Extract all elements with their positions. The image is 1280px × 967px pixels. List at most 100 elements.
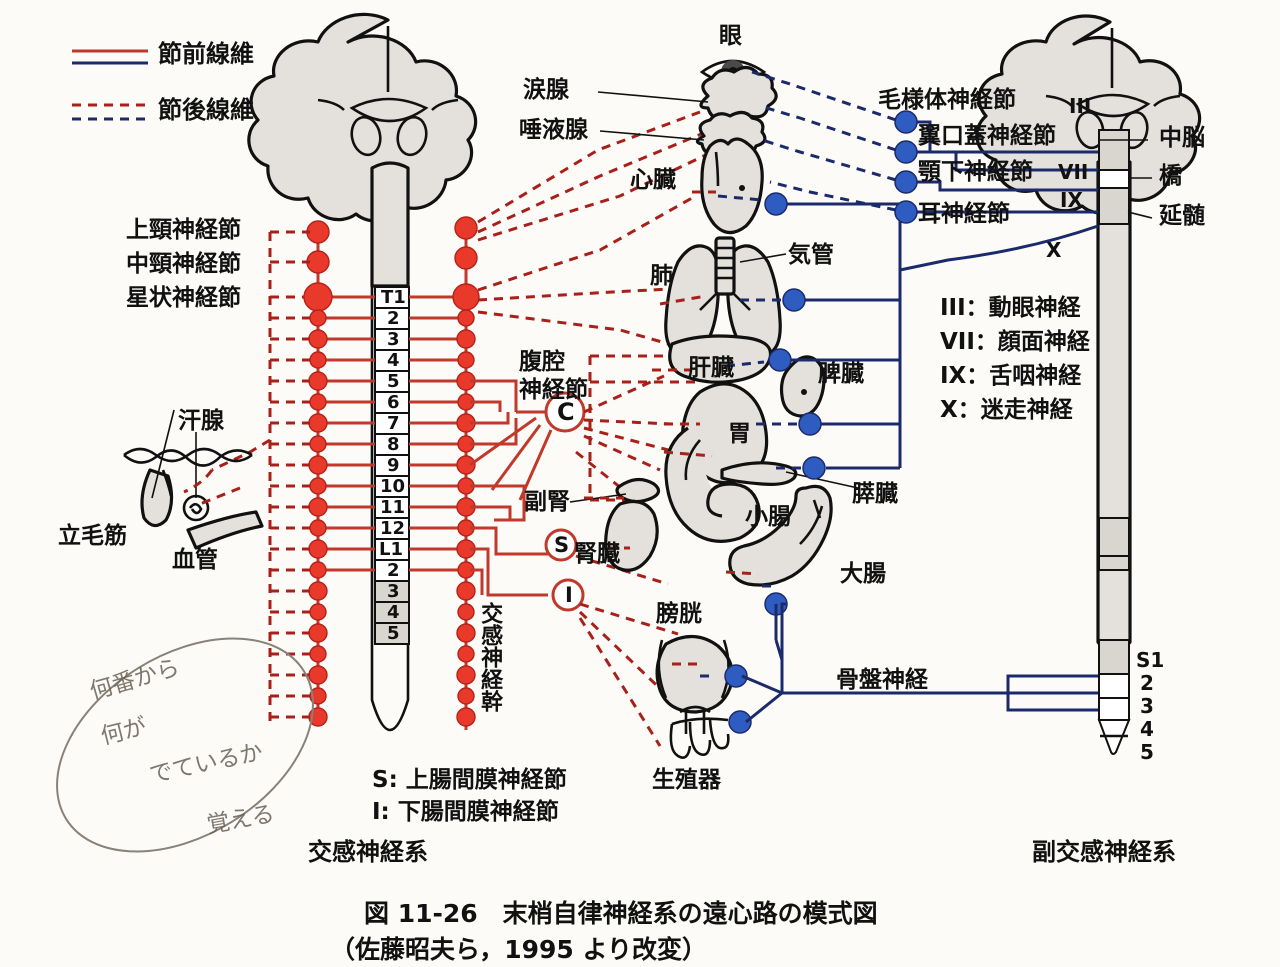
organ-label-eye: 眼: [719, 23, 742, 49]
organ-label-pancreas: 膵臓: [852, 481, 898, 507]
sacral-segment-S1: S1: [1136, 648, 1165, 672]
organ-label-small-intestine: 小腸: [745, 504, 791, 530]
prevertebral-key-S: S: 上腸間膜神経節: [372, 767, 567, 793]
sympathetic-brain: [247, 12, 478, 288]
segment-11: 11: [380, 497, 406, 518]
sacral-segment-3: 3: [1140, 694, 1154, 718]
skin-structures-icon: [123, 409, 264, 550]
celiac-ganglion-label-line1: 腹腔: [519, 349, 565, 375]
segment-9: 9: [387, 455, 400, 476]
organ-label-salivary: 唾液腺: [519, 117, 588, 143]
organ-label-lacrimal: 涙腺: [523, 77, 569, 103]
left-sympathetic-chain: [211, 220, 333, 727]
segment-L3: 3: [387, 581, 400, 602]
segment-L2: 2: [387, 560, 400, 581]
ganglion-label-submandibular: 顎下神経節: [918, 159, 1033, 185]
legend-label-postganglionic: 節後線維: [158, 96, 254, 124]
cranial-key-VII: VII：顔面神経: [940, 329, 1090, 355]
pelvic-nerve-group: [741, 602, 1098, 724]
segment-2: 2: [387, 308, 400, 329]
organ-label-kidney: 腎臓: [574, 541, 620, 567]
legend-label-preganglionic: 節前線維: [158, 40, 254, 68]
sympathetic-trunk-label: 交感神経幹: [477, 602, 503, 712]
segment-L1: L1: [379, 539, 403, 560]
heart-icon: [692, 137, 764, 235]
organ-label-bladder: 膀胱: [656, 601, 702, 627]
legend-sample-lines: [72, 49, 148, 121]
pelvic-nerve-label: 骨盤神経: [836, 667, 928, 693]
organ-label-large-intestine: 大腸: [840, 561, 886, 587]
organ-label-trachea: 気管: [788, 242, 834, 268]
handwritten-ellipse: [56, 637, 314, 853]
cranial-key-III: III：動眼神経: [940, 295, 1081, 321]
cranial-numeral-VII: VII: [1058, 160, 1089, 184]
segment-6: 6: [387, 392, 400, 413]
prevertebral-key-I: I: 下腸間膜神経節: [372, 799, 559, 825]
cranial-preganglionic-fibers: [782, 120, 1099, 470]
ganglion-symbol-C: C: [557, 398, 575, 426]
segment-10: 10: [380, 476, 406, 497]
parasympathetic-cord-segments: [1097, 129, 1131, 755]
liver-icon: [652, 334, 773, 384]
brain-part-label-pons: 橋: [1159, 163, 1182, 189]
ganglion-symbol-I: I: [565, 583, 573, 607]
splanchnic-nerves: [469, 379, 553, 597]
organ-label-adrenal: 副腎: [524, 489, 570, 515]
ganglion-label-middle-cervical: 中頸神経節: [126, 251, 241, 277]
ganglion-symbol-S: S: [554, 533, 570, 557]
system-label-sympathetic: 交感神経系: [308, 838, 428, 866]
brain-part-label-medulla: 延髄: [1159, 203, 1205, 229]
ganglion-label-pterygopalatine: 翼口蓋神経節: [918, 123, 1056, 149]
segment-L4: 4: [387, 602, 400, 623]
ganglion-label-otic: 耳神経節: [918, 201, 1010, 227]
cranial-key-IX: IX：舌咽神経: [940, 363, 1082, 389]
cranial-postganglionic-fibers: [751, 70, 897, 212]
segment-T1: T1: [381, 287, 406, 308]
segment-3: 3: [387, 329, 400, 350]
cranial-numeral-IX: IX: [1060, 188, 1083, 212]
ganglion-label-stellate: 星状神経節: [126, 285, 241, 311]
pancreas-icon: [720, 461, 859, 489]
ganglion-label-superior-cervical: 上頸神経節: [126, 217, 241, 243]
prevertebral-ganglia: [544, 391, 586, 612]
segment-4: 4: [387, 350, 400, 371]
adrenal-kidney-icon: [569, 477, 661, 572]
system-label-parasympathetic: 副交感神経系: [1032, 838, 1176, 866]
sympathetic-spinal-cord: [370, 286, 410, 732]
segment-L5: 5: [387, 623, 400, 644]
small-intestine-icon: [663, 426, 761, 543]
organ-label-lung: 肺: [650, 263, 673, 289]
blood-vessel-label: 血管: [172, 547, 218, 573]
brain-part-label-midbrain: 中脳: [1159, 125, 1205, 151]
figure-caption-line1: 図 11-26 末梢自律神経系の遠心路の模式図: [364, 899, 878, 928]
organ-label-genitals: 生殖器: [652, 767, 721, 793]
segment-7: 7: [387, 413, 400, 434]
large-intestine-icon: [725, 484, 833, 588]
genital-icon: [669, 717, 730, 759]
ganglion-label-ciliary: 毛様体神経節: [878, 87, 1016, 113]
segment-12: 12: [380, 518, 406, 539]
cranial-numeral-III: III: [1069, 94, 1092, 118]
lungs-icon: [659, 236, 787, 357]
organ-label-heart: 心臓: [630, 167, 676, 193]
right-sympathetic-trunk: [452, 216, 480, 730]
organ-label-stomach: 胃: [728, 421, 751, 447]
celiac-ganglion-label-line2: 神経節: [519, 377, 588, 403]
cord-segment-boxes: [374, 286, 410, 645]
sacral-segment-4: 4: [1140, 717, 1154, 741]
arrector-pili-label: 立毛筋: [58, 523, 127, 549]
cranial-key-X: X：迷走神経: [940, 397, 1073, 423]
sweat-gland-label: 汗腺: [178, 408, 224, 434]
parasympathetic-ganglion-nodes: [724, 110, 918, 734]
sacral-segment-2: 2: [1140, 671, 1154, 695]
sacral-segment-5: 5: [1140, 740, 1154, 764]
large-intestine-parasym-link: [774, 604, 784, 661]
brainstem-leader-lines: [1098, 139, 1153, 219]
organ-label-spleen: 脾臓: [818, 361, 864, 387]
figure-caption-line2: （佐藤昭夫ら，1995 より改変）: [330, 935, 708, 964]
segment-8: 8: [387, 434, 400, 455]
cranial-numeral-X: X: [1046, 238, 1062, 262]
organ-label-liver: 肝臓: [688, 355, 734, 381]
